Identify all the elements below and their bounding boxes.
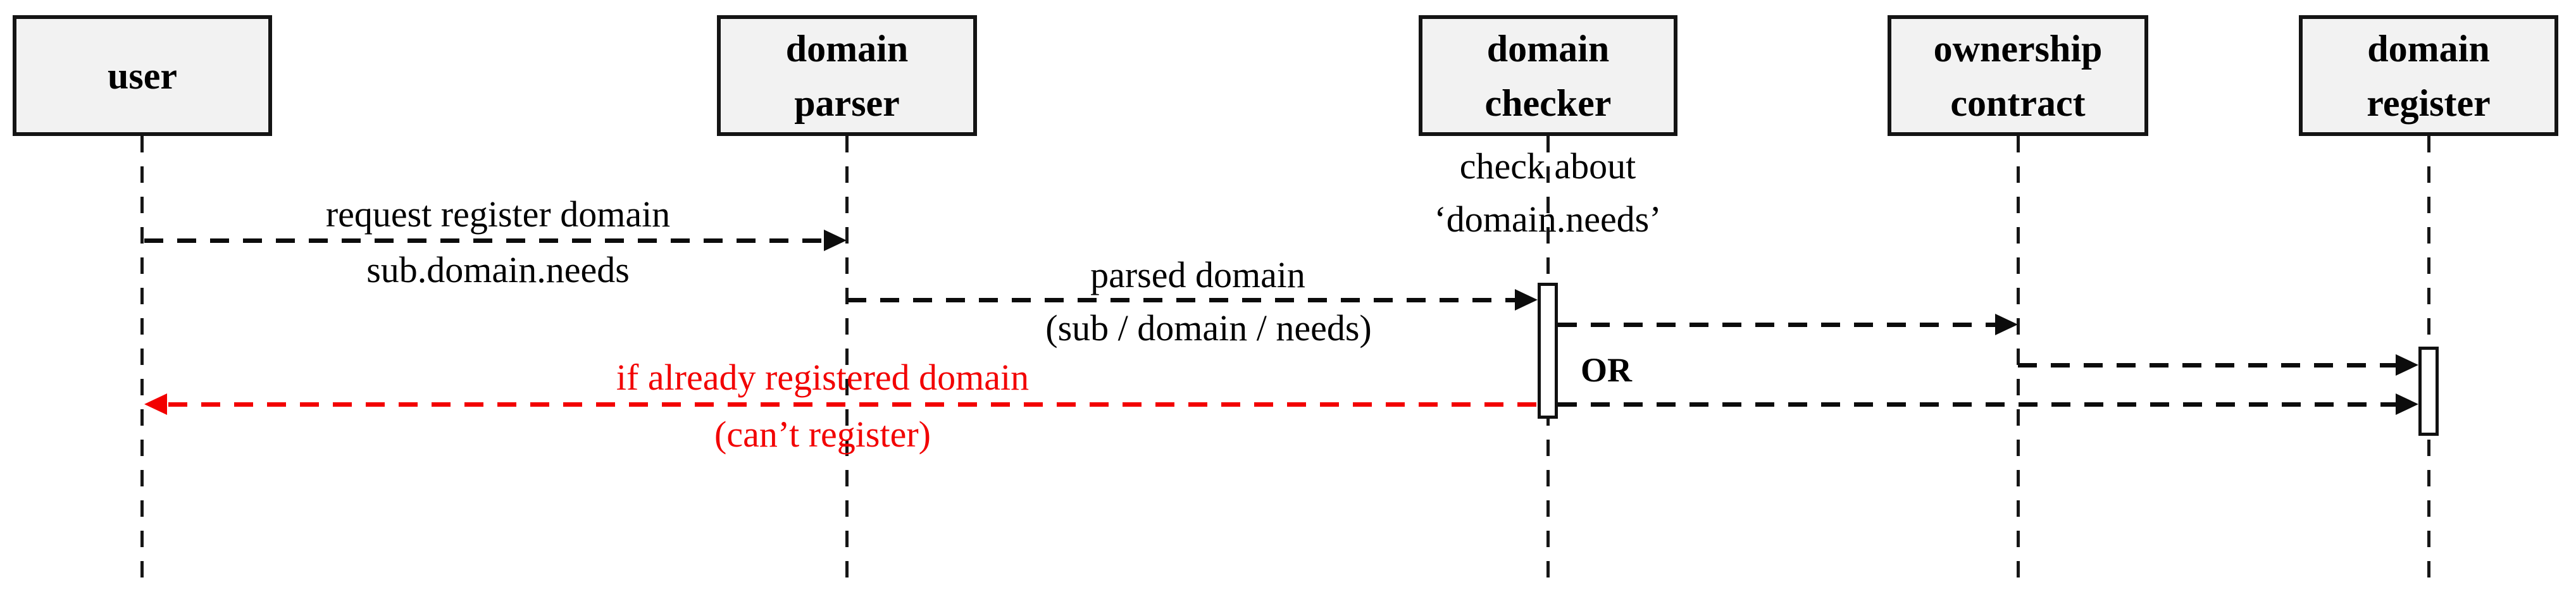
message-line-checker-to-ownership bbox=[1558, 323, 1996, 327]
actor-ownership-contract-label-line2: contract bbox=[1950, 82, 2086, 124]
actor-ownership-contract: ownership contract bbox=[1888, 15, 2148, 136]
message-label-parsed-domain: parsed domain bbox=[1090, 254, 1305, 295]
lifeline-domain-parser bbox=[845, 136, 849, 584]
actor-user-label: user bbox=[108, 54, 177, 97]
actor-domain-checker-label-line1: domain bbox=[1486, 27, 1610, 70]
actor-domain-checker-label-line2: checker bbox=[1484, 82, 1612, 124]
activation-bar-domain-checker bbox=[1538, 283, 1558, 419]
actor-ownership-contract-label-line1: ownership bbox=[1933, 27, 2103, 70]
lifeline-user bbox=[140, 136, 144, 584]
message-label-request-register-domain: request register domain bbox=[325, 194, 671, 235]
actor-domain-parser-label-line2: parser bbox=[794, 82, 900, 124]
note-check-about-line1: check about bbox=[1459, 145, 1636, 187]
message-label-sub-domain-needs-parts: (sub / domain / needs) bbox=[1045, 307, 1372, 349]
message-label-cant-register: (can’t register) bbox=[714, 414, 931, 455]
actor-domain-register-label-line1: domain bbox=[2367, 27, 2490, 70]
arrowhead-right-icon bbox=[1515, 289, 1538, 311]
lifeline-ownership-contract bbox=[2017, 136, 2020, 584]
actor-domain-parser: domain parser bbox=[717, 15, 977, 136]
message-label-sub-domain-needs: sub.domain.needs bbox=[366, 249, 630, 290]
actor-user: user bbox=[13, 15, 272, 136]
message-label-if-already-registered: if already registered domain bbox=[616, 357, 1030, 398]
note-check-about-line2: ‘domain.needs’ bbox=[1434, 199, 1662, 240]
message-line-parsed-domain bbox=[847, 298, 1517, 302]
arrowhead-right-icon bbox=[824, 230, 847, 251]
arrowhead-right-icon bbox=[2396, 393, 2418, 415]
message-line-request-register-domain bbox=[144, 238, 825, 243]
arrowhead-right-icon bbox=[2396, 354, 2418, 376]
activation-bar-domain-register bbox=[2418, 347, 2439, 436]
actor-domain-checker: domain checker bbox=[1419, 15, 1677, 136]
message-line-already-registered bbox=[168, 402, 1538, 407]
arrowhead-left-icon bbox=[144, 393, 167, 415]
message-line-ownership-to-register bbox=[2018, 363, 2397, 367]
actor-domain-register-label-line2: register bbox=[2367, 82, 2491, 124]
message-line-checker-to-register bbox=[1558, 402, 2397, 407]
actor-domain-parser-label-line1: domain bbox=[785, 27, 909, 70]
or-label: OR bbox=[1581, 351, 1632, 389]
arrowhead-right-icon bbox=[1995, 314, 2018, 335]
actor-domain-register: domain register bbox=[2299, 15, 2558, 136]
